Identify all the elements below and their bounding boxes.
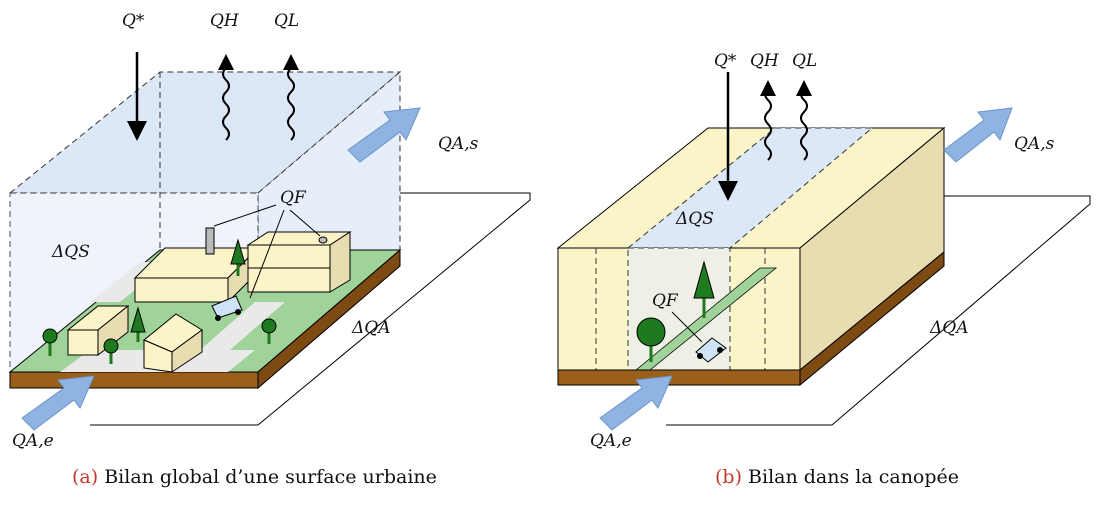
label-dq-a-a: ΔQA [351, 318, 391, 338]
label-q-ae-b: QA,e [590, 431, 632, 451]
big-building-front-a [134, 277, 229, 303]
q-l-arrow-a [283, 54, 299, 141]
caption-a: (a) Bilan global d’une surface urbaine [72, 466, 437, 488]
house1-front-a [67, 329, 99, 356]
soil-front-a [9, 371, 259, 389]
caption-b-letter: (b) [715, 466, 742, 488]
dq-a-bracket-a [90, 192, 531, 426]
q-h-arrow-b [760, 80, 776, 161]
tree-a4 [130, 306, 146, 342]
tree-a1 [42, 328, 58, 356]
chimney-a [205, 227, 215, 255]
label-q-as-a: QA,s [438, 134, 479, 154]
tree-b2 [693, 260, 715, 318]
tower-vent-a [318, 236, 328, 244]
dq-a-bracket-b [666, 195, 1091, 426]
road-a2 [200, 302, 285, 350]
caption-a-letter: (a) [72, 466, 99, 488]
caption-b-text: Bilan dans la canopée [748, 466, 960, 488]
label-q-f-b: QF [652, 291, 679, 311]
tree-a5 [230, 238, 246, 276]
tree-a3 [261, 318, 277, 344]
q-ae-arrow-a [21, 375, 95, 431]
soil-side-a [257, 248, 401, 390]
house2-side-a [171, 329, 203, 373]
label-q-l-b: QL [792, 51, 817, 71]
label-dq-a-b: ΔQA [929, 318, 969, 338]
label-q-l-a: QL [274, 11, 299, 31]
soil-front-b [557, 369, 801, 386]
label-q-f-a: QF [280, 188, 307, 208]
panel-a: Q* QH QL QF ΔQS ΔQA QA,s QA,e [8, 11, 531, 451]
label-q-star-a: Q* [122, 11, 145, 31]
label-q-ae-a: QA,e [12, 431, 54, 451]
label-dq-s-b: ΔQS [675, 209, 714, 229]
car-b [695, 337, 727, 363]
q-l-arrow-b [796, 80, 812, 161]
label-q-h-a: QH [210, 11, 240, 31]
q-as-arrow-a [347, 107, 421, 163]
caption-a-text: Bilan global d’une surface urbaine [104, 466, 437, 488]
q-h-arrow-a [218, 54, 234, 141]
label-q-h-b: QH [750, 51, 780, 71]
tree-a2 [103, 338, 119, 364]
car-a [211, 295, 243, 321]
soil-side-b [799, 250, 945, 387]
label-dq-s-a: ΔQS [51, 242, 90, 262]
caption-b: (b) Bilan dans la canopée [715, 466, 959, 488]
q-ae-arrow-b [599, 375, 673, 431]
q-as-arrow-b [943, 107, 1013, 163]
label-q-as-b: QA,s [1014, 134, 1055, 154]
label-q-star-b: Q* [714, 51, 737, 71]
tree-b1 [636, 317, 666, 362]
canyon-top-b [626, 127, 874, 249]
panel-b: Q* QH QL ΔQS QF ΔQA QA,s QA,e [556, 51, 1091, 451]
tower-side-a [329, 231, 351, 293]
